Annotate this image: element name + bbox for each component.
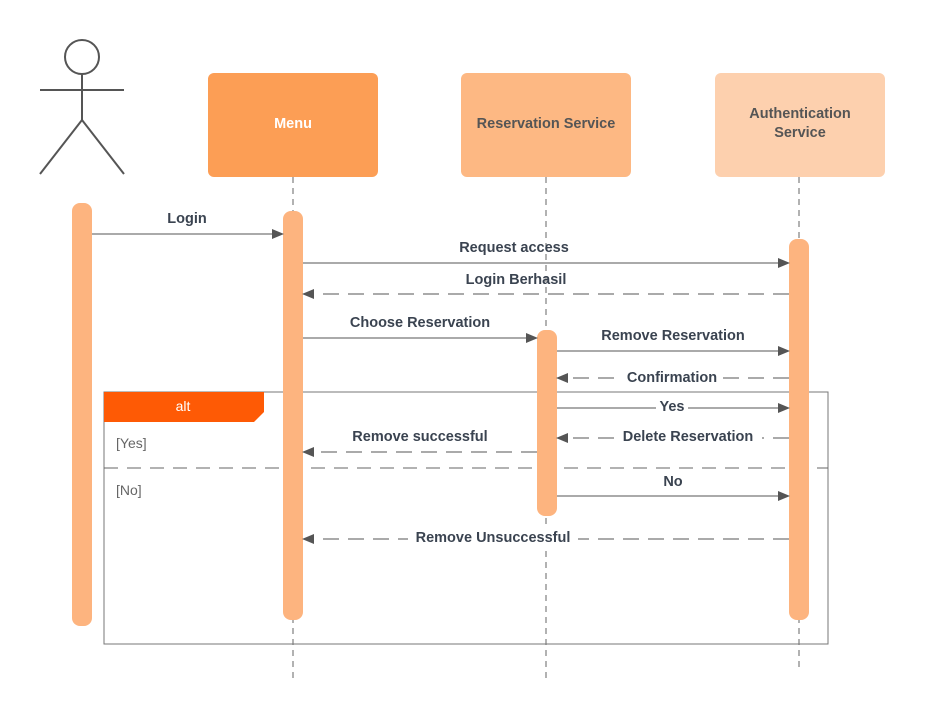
message-remove-unsuccessful: Remove Unsuccessful — [302, 529, 789, 546]
message-login-berhasil: Login Berhasil — [302, 272, 789, 299]
authentication-activation-bar — [789, 239, 809, 620]
message-choose-reservation: Choose Reservation — [303, 315, 538, 343]
message-request-access-label: Request access — [459, 240, 569, 256]
message-login-label: Login — [167, 211, 206, 227]
message-yes-label: Yes — [660, 399, 685, 415]
reservation-activation-bar — [537, 330, 557, 516]
message-remove-unsuccessful-label-bg — [408, 529, 578, 546]
guard-yes-label: [Yes] — [116, 435, 147, 451]
guard-no-label: [No] — [116, 482, 142, 498]
message-remove-successful-label: Remove successful — [352, 429, 487, 445]
message-yes: Yes — [557, 398, 790, 415]
participant-menu[interactable]: Menu — [208, 73, 378, 177]
message-request-access: Request access — [303, 240, 790, 268]
message-delete-reservation-label-bg — [614, 428, 762, 445]
message-yes-label-bg — [656, 398, 688, 415]
alt-fragment-operator-label: alt — [176, 398, 191, 414]
message-remove-reservation: Remove Reservation — [557, 328, 790, 356]
message-choose-reservation-label: Choose Reservation — [350, 315, 490, 331]
menu-activation-bar — [283, 211, 303, 620]
message-no: No — [557, 474, 790, 501]
message-remove-unsuccessful-label: Remove Unsuccessful — [416, 530, 571, 546]
participant-menu-box — [208, 73, 378, 177]
participant-authentication-service[interactable]: Authentication Service — [715, 73, 885, 177]
participant-authentication-label-line1: Authentication — [749, 106, 851, 122]
participant-authentication-label-line2: Service — [774, 125, 826, 141]
participant-authentication-box — [715, 73, 885, 177]
message-no-label: No — [663, 474, 682, 490]
message-confirmation-label: Confirmation — [627, 370, 717, 386]
message-login-berhasil-label: Login Berhasil — [466, 272, 567, 288]
message-login: Login — [92, 211, 284, 239]
message-delete-reservation-label: Delete Reservation — [623, 429, 754, 445]
participant-reservation-label: Reservation Service — [477, 116, 616, 132]
message-confirmation-label-bg — [622, 368, 722, 385]
actor-activation-bar — [72, 203, 92, 626]
alt-fragment-frame — [103, 391, 829, 645]
participant-reservation-service[interactable]: Reservation Service — [461, 73, 631, 177]
message-confirmation: Confirmation — [556, 368, 789, 386]
message-remove-successful: Remove successful — [302, 429, 537, 457]
user-actor-icon — [39, 39, 125, 175]
participant-menu-label: Menu — [274, 116, 312, 132]
alt-fragment-operator-tab — [104, 392, 264, 422]
message-delete-reservation: Delete Reservation — [556, 428, 789, 445]
message-remove-reservation-label: Remove Reservation — [601, 328, 744, 344]
participant-reservation-box — [461, 73, 631, 177]
